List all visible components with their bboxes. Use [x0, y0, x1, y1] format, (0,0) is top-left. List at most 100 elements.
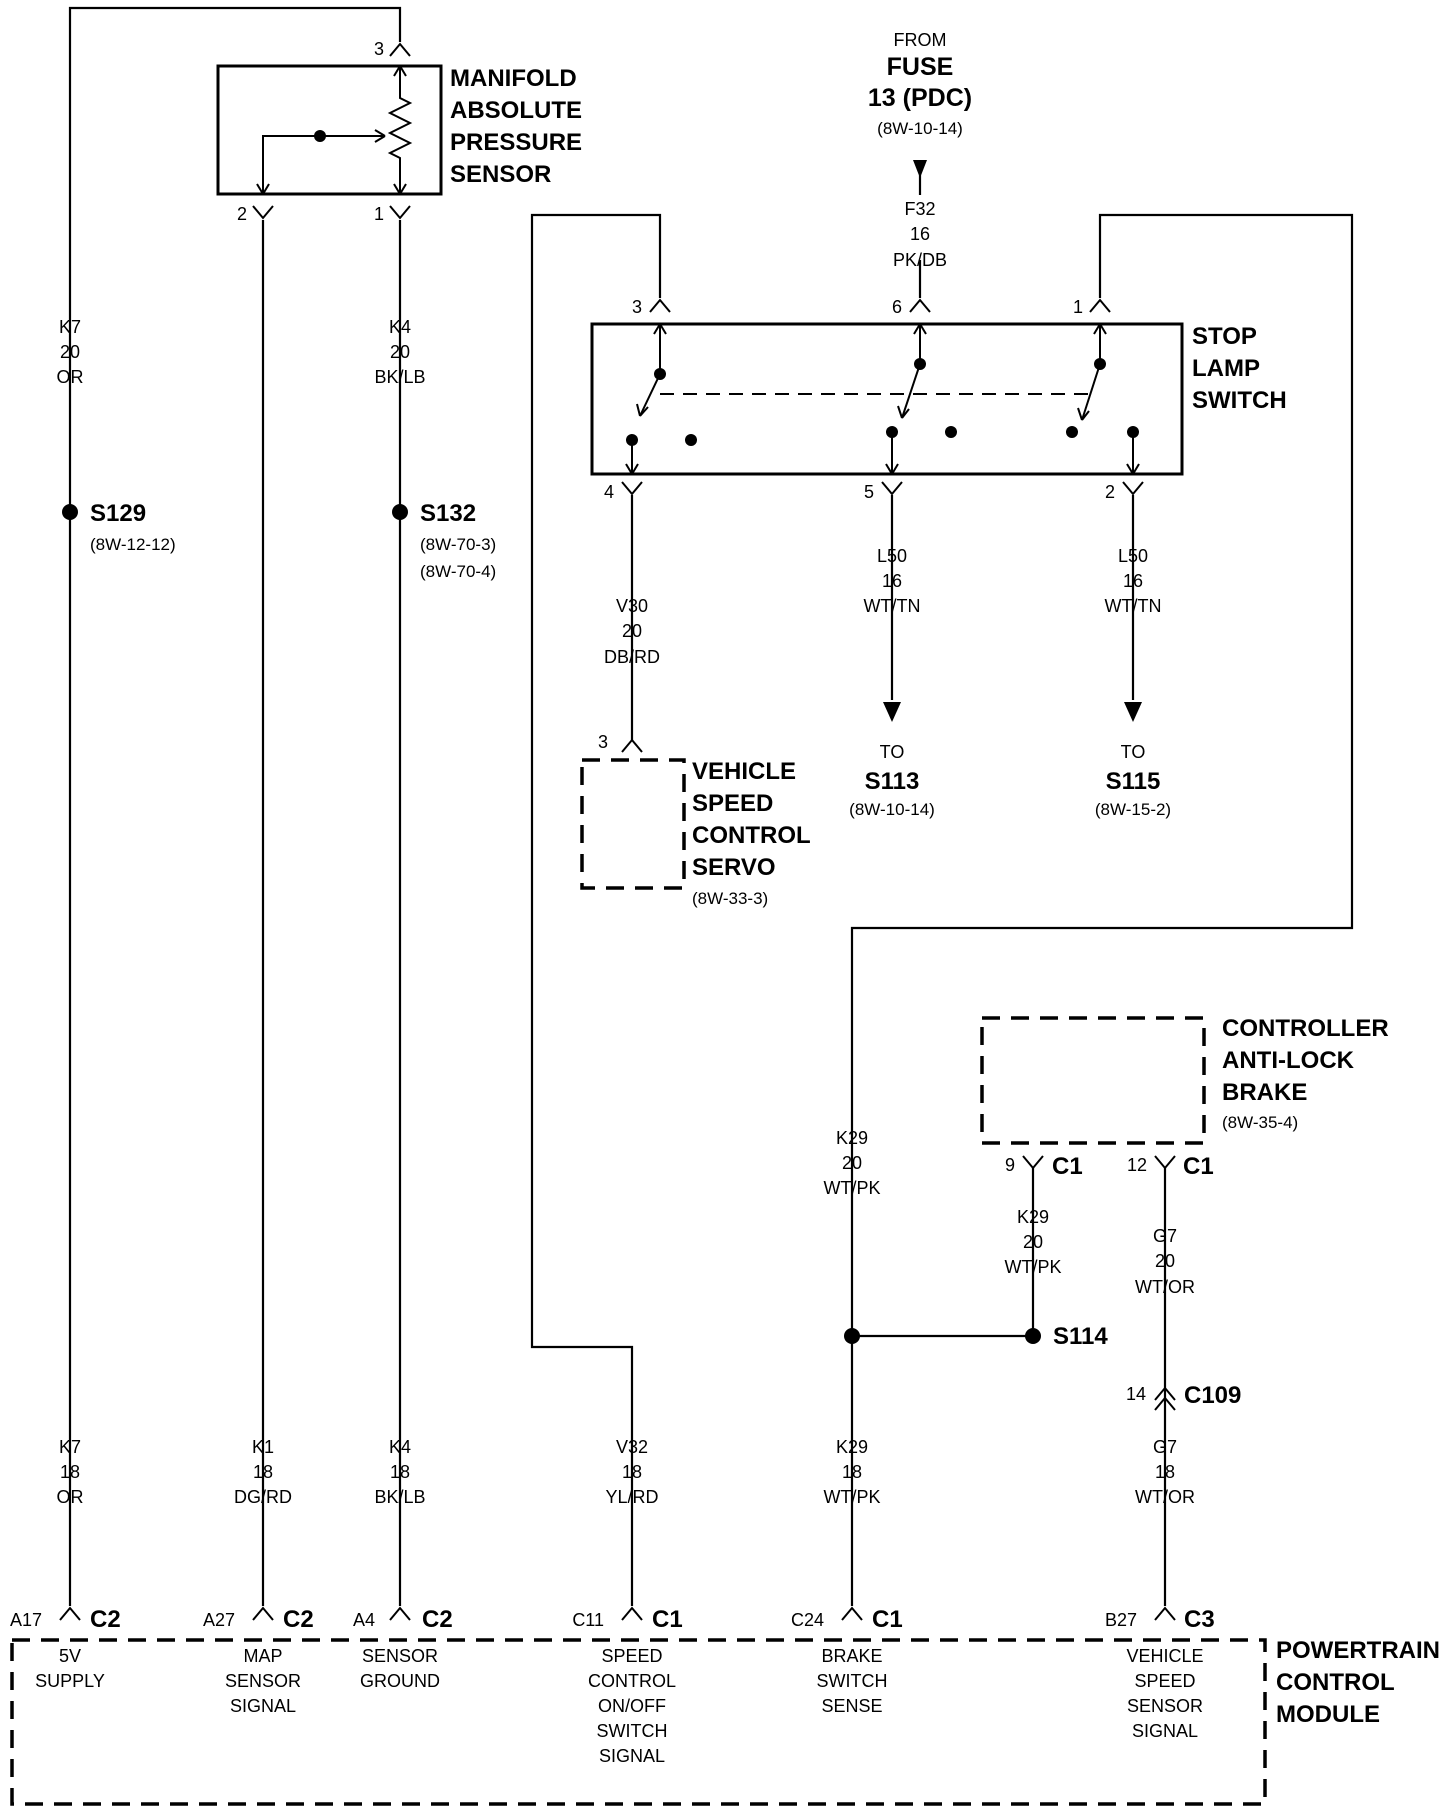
k29-left-color: WT/PK [824, 1178, 881, 1198]
s115-to: TO [1121, 742, 1146, 762]
s115-name: S115 [1106, 768, 1161, 795]
k7-lower-gauge: 18 [60, 1462, 80, 1482]
pcm-conn-a27: C2 [283, 1606, 314, 1633]
sls-pin2: 2 [1105, 482, 1115, 502]
pcm-pin-a17: A17 [10, 1610, 42, 1630]
fuse-arrow-icon [913, 160, 927, 178]
pcm-conn-a17: C2 [90, 1606, 121, 1633]
pcm-label-c24-3: SENSE [821, 1696, 882, 1716]
v32-lower-color: YL/RD [605, 1487, 658, 1507]
abs-pin12-connector [1154, 1155, 1176, 1170]
servo-title-1: VEHICLE [692, 758, 796, 785]
pcm-label-c24-2: SWITCH [817, 1671, 888, 1691]
fuse-name: FUSE [887, 53, 954, 81]
pcm-label-b27-4: SIGNAL [1132, 1721, 1198, 1741]
abs-title-1: CONTROLLER [1222, 1015, 1389, 1042]
pcm-label-a4-1: SENSOR [362, 1646, 438, 1666]
pcm-label-b27-2: SPEED [1134, 1671, 1195, 1691]
k29-left-id: K29 [836, 1128, 868, 1148]
k29-lower-gauge: 18 [842, 1462, 862, 1482]
g7-upper-id: G7 [1153, 1226, 1177, 1246]
s129-label: S129 [90, 500, 146, 527]
s132-ref-1: (8W-70-3) [420, 535, 496, 554]
s113-ref: (8W-10-14) [849, 800, 935, 819]
l50-left-gauge: 16 [882, 571, 902, 591]
v32-lower-gauge: 18 [622, 1462, 642, 1482]
splice-s132-dot [392, 504, 408, 520]
g7-upper-gauge: 20 [1155, 1251, 1175, 1271]
fuse-number: 13 (PDC) [868, 84, 972, 112]
map-title-2: ABSOLUTE [450, 97, 582, 124]
pcm-pin-b27: B27 [1105, 1610, 1137, 1630]
servo-title-4: SERVO [692, 854, 776, 881]
wire-k29 [850, 213, 1354, 1606]
abs-controller-box [980, 1016, 1206, 1145]
k4-lower-color: BK/LB [374, 1487, 425, 1507]
servo-title-3: CONTROL [692, 822, 811, 849]
pcm-pin-c11: C11 [572, 1610, 604, 1630]
pcm-label-a4-2: GROUND [360, 1671, 440, 1691]
sls-title-2: LAMP [1192, 355, 1260, 382]
l50-right-id: L50 [1118, 546, 1148, 566]
wire-v32 [530, 213, 662, 1606]
pcm-pin-a4: A4 [353, 1610, 375, 1630]
pcm-label-a27-2: SENSOR [225, 1671, 301, 1691]
v32-lower-id: V32 [616, 1437, 648, 1457]
map-pin3-connector [389, 42, 411, 57]
map-title-3: PRESSURE [450, 129, 582, 156]
pcm-label-a17-1: 5V [59, 1646, 81, 1666]
k7-lower-id: K7 [59, 1437, 81, 1457]
abs-pin12: 12 [1127, 1155, 1147, 1175]
f32-color: PK/DB [893, 250, 947, 270]
k29-lower-color: WT/PK [824, 1487, 881, 1507]
k1-lower-id: K1 [252, 1437, 274, 1457]
k4-upper-id: K4 [389, 317, 411, 337]
s132-label: S132 [420, 500, 476, 527]
pcm-conn-c11: C1 [652, 1606, 683, 1633]
k7-lower-color: OR [57, 1487, 84, 1507]
s113-to: TO [880, 742, 905, 762]
map-pin2-connector [252, 205, 274, 220]
pcm-label-c11-3: ON/OFF [598, 1696, 666, 1716]
pcm-title-2: CONTROL [1276, 1669, 1395, 1696]
sls-pin3: 3 [632, 297, 642, 317]
pcm-label-a27-3: SIGNAL [230, 1696, 296, 1716]
l50-left-color: WT/TN [864, 596, 921, 616]
pcm-label-c11-4: SWITCH [597, 1721, 668, 1741]
g7-lower-id: G7 [1153, 1437, 1177, 1457]
k4-upper-color: BK/LB [374, 367, 425, 387]
f32-id: F32 [904, 199, 935, 219]
k4-lower-gauge: 18 [390, 1462, 410, 1482]
pcm-title-3: MODULE [1276, 1701, 1380, 1728]
fuse-from: FROM [894, 30, 947, 50]
c109-pin: 14 [1126, 1384, 1146, 1404]
g7-lower-gauge: 18 [1155, 1462, 1175, 1482]
k7-upper-gauge: 20 [60, 342, 80, 362]
servo-ref: (8W-33-3) [692, 889, 768, 908]
s114-label: S114 [1053, 1323, 1108, 1350]
k29-right-gauge: 20 [1023, 1232, 1043, 1252]
abs-title-2: ANTI-LOCK [1222, 1047, 1355, 1074]
k4-lower-id: K4 [389, 1437, 411, 1457]
to-s113-arrow-icon [883, 702, 901, 722]
pcm-pin-c24: C24 [791, 1610, 824, 1630]
pcm-label-c11-1: SPEED [601, 1646, 662, 1666]
pcm-label-c11-2: CONTROL [588, 1671, 676, 1691]
f32-gauge: 16 [910, 224, 930, 244]
sls-pin6: 6 [892, 297, 902, 317]
abs-title-3: BRAKE [1222, 1079, 1307, 1106]
abs-pin9-conn: C1 [1052, 1153, 1083, 1180]
sls-title-1: STOP [1192, 323, 1257, 350]
c109-connector [1154, 1386, 1176, 1411]
to-s115-arrow-icon [1124, 702, 1142, 722]
k29-left-gauge: 20 [842, 1153, 862, 1173]
s113-name: S113 [865, 768, 920, 795]
splice-s114-dot [1025, 1328, 1041, 1344]
servo-title-2: SPEED [692, 790, 773, 817]
map-title-4: SENSOR [450, 161, 551, 188]
c109-name: C109 [1184, 1382, 1241, 1409]
wire-k7 [68, 6, 402, 1606]
servo-pin3: 3 [598, 732, 608, 752]
pcm-label-c11-5: SIGNAL [599, 1746, 665, 1766]
